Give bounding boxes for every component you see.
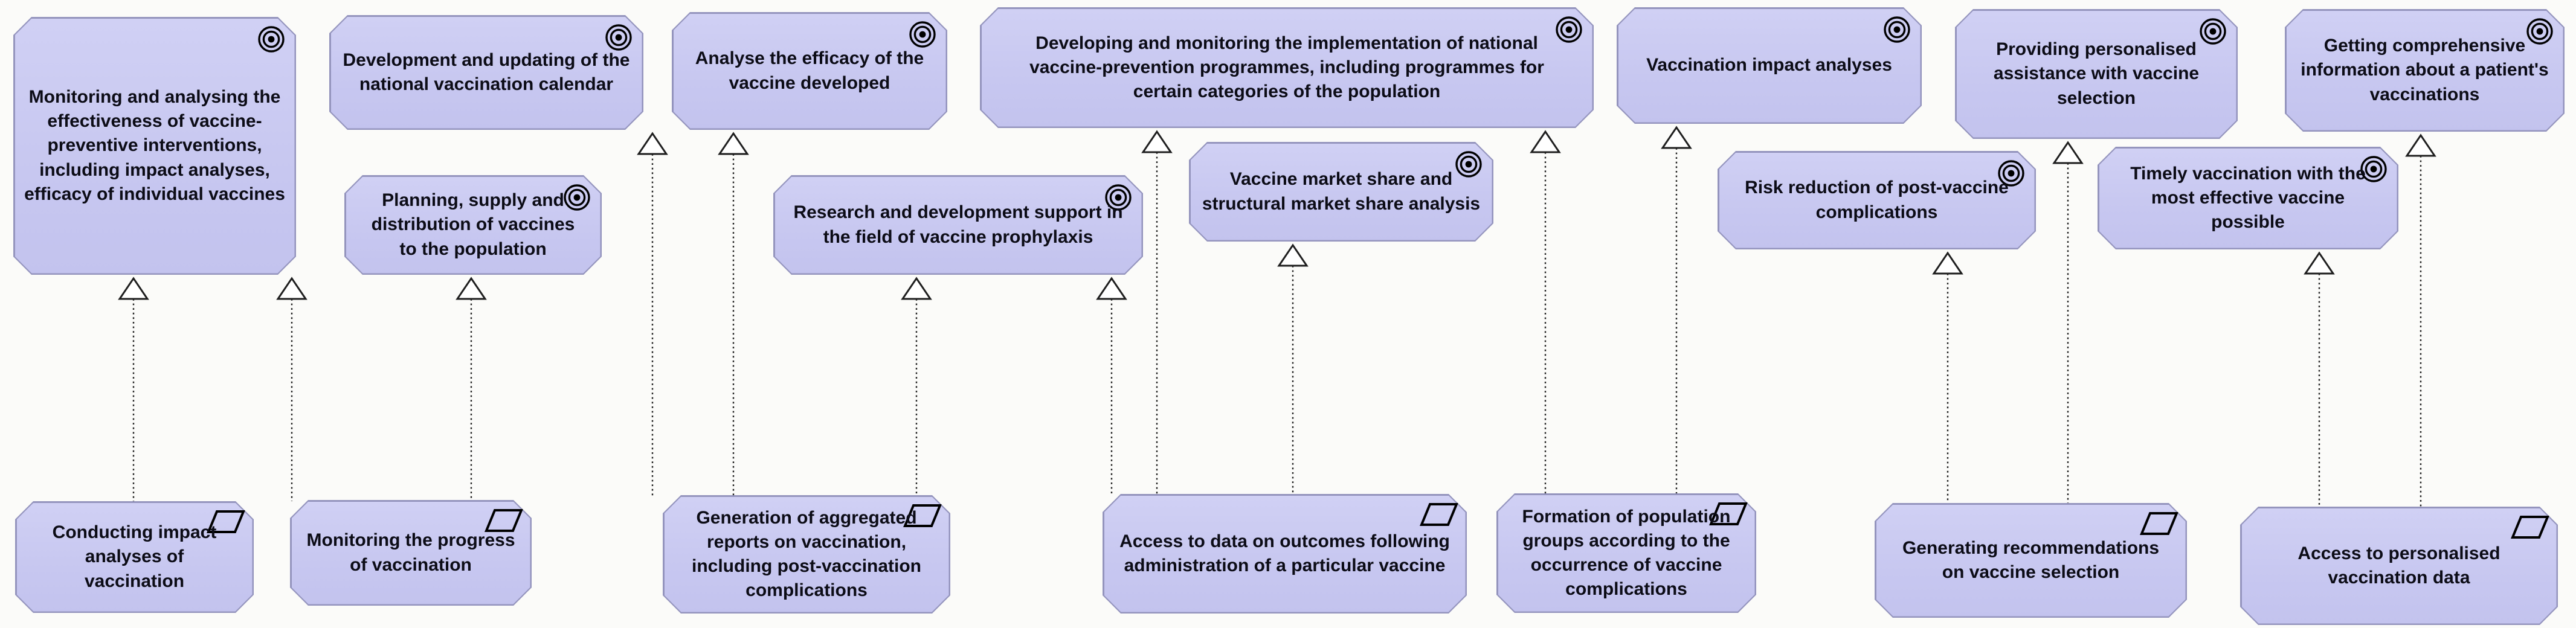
bullseye-icon — [909, 21, 936, 48]
bullseye-icon — [1455, 150, 1483, 178]
hollow-triangle-arrowhead — [1096, 277, 1127, 300]
parallelogram-icon — [485, 508, 523, 533]
element-label: Risk reduction of post-vaccine complicat… — [1745, 178, 2009, 222]
element-label: Vaccine market share and structural mark… — [1202, 169, 1481, 214]
hollow-triangle-arrowhead — [2405, 133, 2436, 157]
goal-element-t4[interactable]: Developing and monitoring the implementa… — [980, 7, 1594, 128]
bullseye-icon — [257, 25, 285, 53]
element-label: Monitoring and analysing the effectivene… — [24, 87, 285, 204]
hollow-triangle-arrowhead — [1141, 130, 1173, 153]
bullseye-icon — [1997, 159, 2025, 187]
goal-element-t7[interactable]: Getting comprehensive information about … — [2285, 9, 2565, 132]
element-label: Developing and monitoring the implementa… — [1029, 33, 1544, 102]
outcome-element-o7[interactable]: Access to personalised vaccination data — [2240, 507, 2558, 625]
goal-element-t5[interactable]: Vaccination impact analyses — [1617, 7, 1922, 124]
element-label: Vaccination impact analyses — [1646, 55, 1892, 75]
hollow-triangle-arrowhead — [637, 132, 668, 155]
element-label: Development and updating of the national… — [343, 50, 630, 94]
goal-element-t3[interactable]: Analyse the efficacy of the vaccine deve… — [672, 12, 947, 130]
goal-element-t2[interactable]: Development and updating of the national… — [329, 15, 643, 130]
parallelogram-icon — [2140, 511, 2178, 536]
outcome-element-o5[interactable]: Formation of population groups according… — [1496, 493, 1756, 613]
goal-element-m5[interactable]: Timely vaccination with the most effecti… — [2098, 147, 2398, 249]
element-label: Access to personalised vaccination data — [2297, 543, 2500, 588]
hollow-triangle-arrowhead — [1277, 243, 1309, 267]
bullseye-icon — [605, 24, 633, 51]
element-label: Research and development support in the … — [793, 202, 1123, 247]
outcome-element-o3[interactable]: Generation of aggregated reports on vacc… — [663, 495, 950, 614]
element-label: Conducting impact analyses of vaccinatio… — [52, 522, 217, 591]
hollow-triangle-arrowhead — [276, 277, 308, 300]
element-label: Analyse the efficacy of the vaccine deve… — [695, 48, 924, 93]
parallelogram-icon — [2511, 514, 2549, 540]
hollow-triangle-arrowhead — [2304, 251, 2335, 275]
bullseye-icon — [1555, 16, 1583, 43]
hollow-triangle-arrowhead — [901, 277, 932, 300]
hollow-triangle-arrowhead — [2052, 141, 2084, 164]
goal-element-m2[interactable]: Research and development support in the … — [773, 175, 1143, 275]
goal-element-m1[interactable]: Planning, supply and distribution of vac… — [344, 175, 602, 275]
parallelogram-icon — [903, 503, 942, 528]
bullseye-icon — [2199, 18, 2227, 45]
element-label: Timely vaccination with the most effecti… — [2130, 163, 2366, 232]
goal-element-t6[interactable]: Providing personalised assistance with v… — [1955, 9, 2238, 139]
bullseye-icon — [563, 184, 591, 211]
bullseye-icon — [1883, 16, 1911, 43]
hollow-triangle-arrowhead — [456, 277, 487, 300]
element-label: Formation of population groups according… — [1522, 506, 1731, 600]
hollow-triangle-arrowhead — [1530, 130, 1561, 153]
goal-element-m4[interactable]: Risk reduction of post-vaccine complicat… — [1718, 151, 2036, 249]
element-label: Access to data on outcomes following adm… — [1119, 531, 1450, 575]
outcome-element-o1[interactable]: Conducting impact analyses of vaccinatio… — [15, 501, 254, 613]
parallelogram-icon — [207, 509, 245, 534]
parallelogram-icon — [1709, 501, 1748, 527]
hollow-triangle-arrowhead — [1932, 251, 1963, 275]
element-label: Getting comprehensive information about … — [2301, 36, 2549, 104]
hollow-triangle-arrowhead — [118, 277, 149, 300]
element-label: Monitoring the progress of vaccination — [306, 530, 515, 575]
bullseye-icon — [2526, 18, 2554, 45]
goal-element-m3[interactable]: Vaccine market share and structural mark… — [1189, 142, 1493, 242]
outcome-element-o6[interactable]: Generating recommendations on vaccine se… — [1875, 503, 2187, 618]
bullseye-icon — [2360, 155, 2388, 183]
element-label: Planning, supply and distribution of vac… — [371, 190, 575, 259]
goal-element-t1[interactable]: Monitoring and analysing the effectivene… — [13, 17, 296, 275]
parallelogram-icon — [1420, 502, 1458, 527]
hollow-triangle-arrowhead — [1661, 126, 1692, 149]
hollow-triangle-arrowhead — [718, 132, 749, 155]
bullseye-icon — [1104, 184, 1132, 211]
element-label: Generating recommendations on vaccine se… — [1902, 537, 2160, 582]
element-label: Generation of aggregated reports on vacc… — [691, 507, 922, 601]
outcome-element-o4[interactable]: Access to data on outcomes following adm… — [1103, 494, 1467, 614]
outcome-element-o2[interactable]: Monitoring the progress of vaccination — [290, 500, 532, 606]
element-label: Providing personalised assistance with v… — [1993, 39, 2200, 108]
